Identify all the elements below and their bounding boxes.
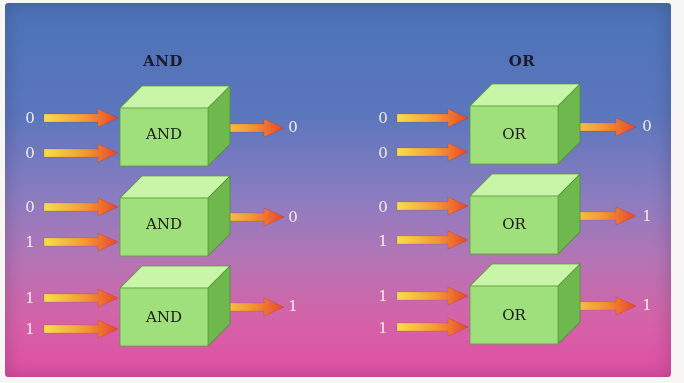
or-gate-3 (469, 263, 581, 345)
or-gate-1 (469, 83, 581, 165)
and-row2-input-b: 1 (25, 233, 35, 251)
or-row2-input-a-arrow (396, 196, 469, 216)
and-column-heading: AND (143, 52, 183, 70)
and-gate-3 (119, 265, 231, 347)
and-row3-input-a: 1 (25, 289, 35, 307)
and-gate-1-label: AND (146, 125, 182, 143)
or-row1-input-a-arrow (396, 108, 469, 128)
and-gate-2-label: AND (146, 215, 182, 233)
and-row3-input-a-arrow (43, 288, 119, 308)
and-row1-input-a-arrow (43, 108, 119, 128)
or-row3-output: 1 (642, 296, 652, 314)
or-gate-1-label: OR (502, 125, 526, 143)
or-gate-2-label: OR (502, 215, 526, 233)
or-row1-input-b-arrow (396, 142, 469, 162)
and-row2-input-a-arrow (43, 197, 119, 217)
or-row2-output: 1 (642, 207, 652, 225)
and-row1-input-a: 0 (25, 109, 35, 127)
or-gate-2 (469, 173, 581, 255)
or-row3-input-a-arrow (396, 286, 469, 306)
or-column-heading: OR (508, 52, 536, 70)
or-gate-3-label: OR (502, 306, 526, 324)
or-row2-input-b-arrow (396, 230, 469, 250)
and-row1-output: 0 (288, 118, 298, 136)
and-row2-input-b-arrow (43, 232, 119, 252)
or-row3-input-a: 1 (378, 287, 388, 305)
and-row3-input-b: 1 (25, 320, 35, 338)
and-row3-output: 1 (288, 297, 298, 315)
and-gate-3-label: AND (146, 308, 182, 326)
or-row1-input-a: 0 (378, 109, 388, 127)
and-row3-input-b-arrow (43, 319, 119, 339)
and-gate-1 (119, 85, 231, 167)
or-row1-input-b: 0 (378, 144, 388, 162)
and-gate-2 (119, 175, 231, 257)
or-row3-input-b: 1 (378, 319, 388, 337)
and-row2-output: 0 (288, 208, 298, 226)
or-row3-input-b-arrow (396, 317, 469, 337)
or-row2-input-a: 0 (378, 198, 388, 216)
and-row1-input-b-arrow (43, 143, 119, 163)
or-row1-output: 0 (642, 117, 652, 135)
or-row2-input-b: 1 (378, 232, 388, 250)
and-row1-input-b: 0 (25, 144, 35, 162)
and-row2-input-a: 0 (25, 198, 35, 216)
